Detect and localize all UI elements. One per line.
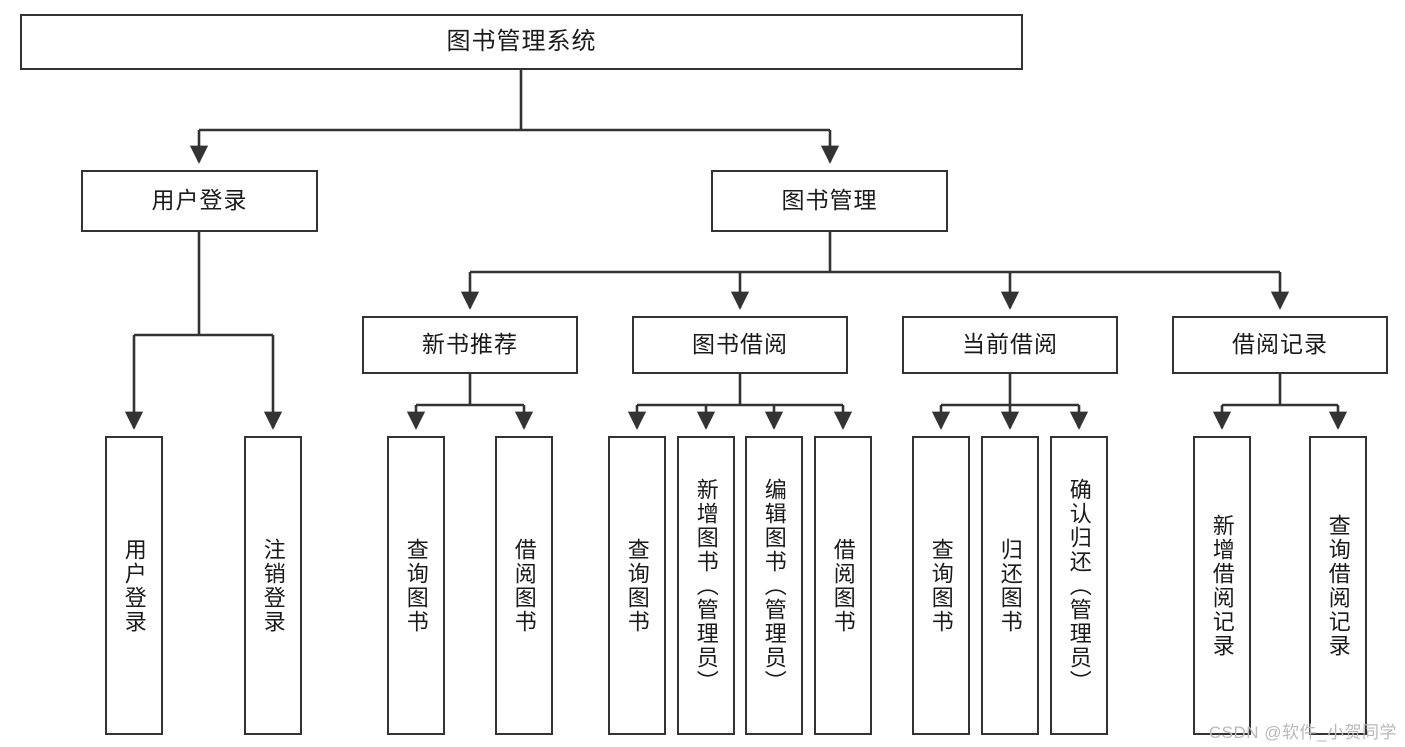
node-label: 新书推荐 [422, 331, 518, 358]
node-current-borrowing[interactable]: 当前借阅 [902, 316, 1118, 374]
node-leaf-query-book-bookborrow[interactable]: 查询图书 [608, 436, 666, 735]
node-leaf-query-book-currentborrow[interactable]: 查询图书 [912, 436, 970, 735]
node-label: 查询图书 [403, 537, 429, 634]
node-label: 借阅图书 [830, 537, 856, 634]
node-root-book-management-system[interactable]: 图书管理系统 [20, 14, 1023, 70]
node-leaf-borrow-book-newbook[interactable]: 借阅图书 [495, 436, 553, 735]
node-book-management[interactable]: 图书管理 [711, 170, 948, 232]
node-label: 注销登录 [260, 537, 286, 634]
node-label: 查询借阅记录 [1325, 513, 1351, 658]
node-leaf-logout[interactable]: 注销登录 [244, 436, 302, 735]
node-label: 查询图书 [928, 537, 954, 634]
node-label: 图书管理 [781, 187, 878, 214]
node-leaf-edit-book-admin[interactable]: 编辑图书（管理员） [745, 436, 803, 735]
node-user-login[interactable]: 用户登录 [81, 170, 318, 232]
node-leaf-return-book[interactable]: 归还图书 [981, 436, 1039, 735]
node-book-borrowing[interactable]: 图书借阅 [632, 316, 848, 374]
node-leaf-confirm-return-admin[interactable]: 确认归还（管理员） [1050, 436, 1108, 735]
node-label: 新增借阅记录 [1209, 513, 1235, 658]
node-borrow-record[interactable]: 借阅记录 [1172, 316, 1388, 374]
node-label: 编辑图书（管理员） [761, 477, 787, 694]
node-leaf-query-book-newbook[interactable]: 查询图书 [387, 436, 445, 735]
node-label: 当前借阅 [962, 331, 1058, 358]
node-label: 查询图书 [624, 537, 650, 634]
node-leaf-borrow-book-bookborrow[interactable]: 借阅图书 [814, 436, 872, 735]
node-leaf-add-book-admin[interactable]: 新增图书（管理员） [677, 436, 735, 735]
node-label: 确认归还（管理员） [1066, 477, 1092, 694]
node-label: 新增图书（管理员） [693, 477, 719, 694]
node-label: 图书管理系统 [446, 27, 597, 55]
watermark-csdn: CSDN @软件_小贺同学 [1208, 723, 1397, 742]
node-label: 用户登录 [151, 187, 248, 214]
node-leaf-query-borrow-record[interactable]: 查询借阅记录 [1309, 436, 1367, 735]
node-new-book-recommendation[interactable]: 新书推荐 [362, 316, 578, 374]
node-label: 归还图书 [997, 537, 1023, 634]
node-label: 借阅记录 [1232, 331, 1328, 358]
node-label: 用户登录 [121, 537, 147, 634]
node-leaf-user-login[interactable]: 用户登录 [105, 436, 163, 735]
node-label: 借阅图书 [511, 537, 537, 634]
node-label: 图书借阅 [692, 331, 788, 358]
node-leaf-add-borrow-record[interactable]: 新增借阅记录 [1193, 436, 1251, 735]
